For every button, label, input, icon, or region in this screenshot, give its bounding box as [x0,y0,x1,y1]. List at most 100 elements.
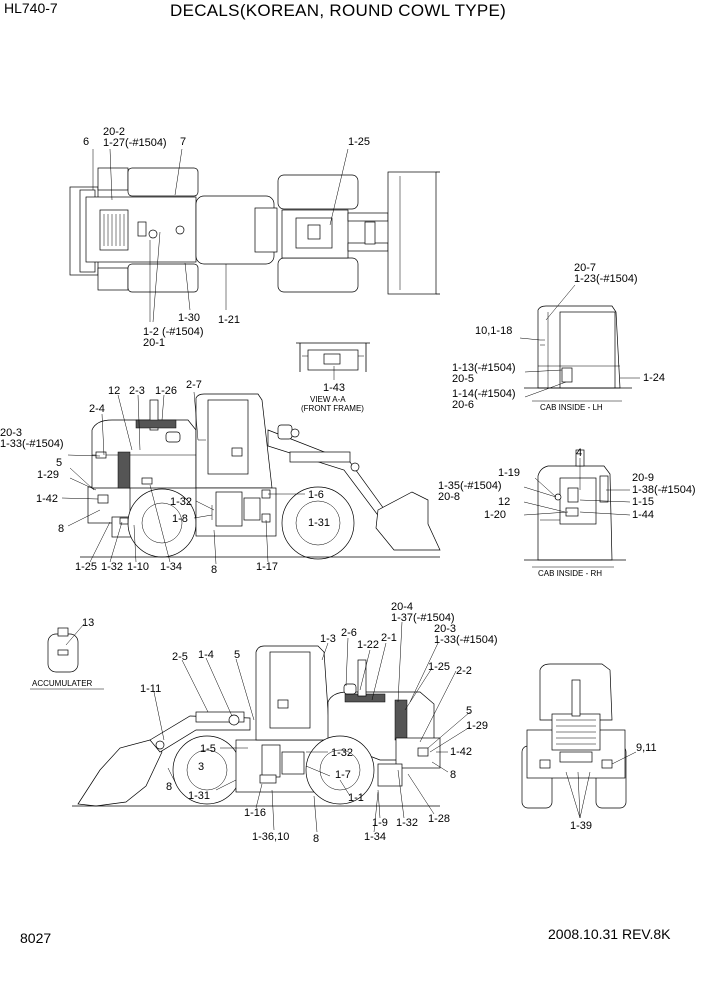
callout-label: 1-28 [428,813,450,825]
callout-label: 1-43 [323,382,345,394]
callout-label: 1-27(-#1504) [103,137,167,149]
callout-label: 1-32 [331,747,353,759]
model-number: HL740-7 [4,0,58,16]
callout-label: 2-7 [186,379,202,391]
cab-lh-caption: CAB INSIDE - LH [540,403,603,412]
callout-label: 13 [82,617,94,629]
callout-label: 20-2 [103,126,125,138]
callout-label: 1-29 [466,720,488,732]
side-left-leaders [61,391,305,565]
callout-label: 1-1 [348,792,364,804]
callout-label: 1-26 [155,385,177,397]
callout-label: 1-38(-#1504) [632,484,696,496]
callout-label: 1-23(-#1504) [574,273,638,285]
callout-label: 20-5 [452,373,474,385]
callout-label: 1-33(-#1504) [434,634,498,646]
callout-label: 1-22 [357,639,379,651]
top-view-leaders [92,148,349,323]
cab-inside-lh-view [519,284,640,402]
callout-label: 1-25 [75,561,97,573]
side-view-left-loader [80,393,441,560]
callout-label: 1-17 [256,561,278,573]
callout-label: 1-25 [348,136,370,148]
callout-label: 2-4 [89,403,105,415]
callout-label: 20-4 [391,601,413,613]
callout-label: 1-33(-#1504) [0,438,64,450]
callout-label: 1-19 [498,467,520,479]
top-front-tire-left [277,174,359,210]
callout-label: 1-32 [170,496,192,508]
callout-label: 2-3 [129,385,145,397]
callout-label: 1-15 [632,496,654,508]
callout-label: 1-37(-#1504) [391,612,455,624]
callout-label: 1-21 [218,314,240,326]
top-view-callouts: 6 20-2 1-27(-#1504) 7 1-25 1-30 1-21 1-2… [83,126,370,349]
callout-label: 1-31 [188,790,210,802]
callout-label: 1-42 [36,493,58,505]
right-bucket [77,739,163,807]
callout-label: 5 [56,457,62,469]
cab-rh-caption: CAB INSIDE - RH [538,569,602,578]
callout-label: 20-3 [0,427,22,439]
cab-lh-callouts: 20-7 1-23(-#1504) 10,1-18 1-13(-#1504) 2… [452,262,665,412]
callout-label: 1-2 (-#1504) [143,326,204,338]
revision-date: 2008.10.31 REV.8K [548,926,671,942]
callout-label: 1-24 [643,372,665,384]
top-rear-tire-right [127,263,199,293]
callout-label: 1-29 [37,469,59,481]
callout-label: 8 [166,781,172,793]
callout-label: 10,1-18 [475,325,512,337]
callout-label: 20-3 [434,623,456,635]
callout-label: 8 [58,523,64,535]
left-bucket [375,491,441,551]
callout-label: 1-36,10 [252,831,289,843]
callout-label: 2-6 [341,627,357,639]
callout-label: 1-35(-#1504) [438,480,502,492]
callout-label: 2-5 [172,651,188,663]
callout-label: 1-31 [308,517,330,529]
callout-label: 1-9 [372,817,388,829]
callout-label: 5 [234,649,240,661]
page-number: 8027 [20,930,52,946]
callout-label: 1-4 [198,649,214,661]
callout-label: 20-9 [632,472,654,484]
view-a-front-frame [296,342,370,380]
callout-label: 1-7 [335,769,351,781]
side-right-leaders [153,621,471,833]
callout-label: 20-6 [452,399,474,411]
top-view-loader [69,167,440,295]
side-view-right-loader [72,645,441,807]
callout-label: 1-14(-#1504) [452,388,516,400]
cab-inside-rh-view [523,449,631,568]
view-a-caption: VIEW A-A [310,395,346,404]
callout-label: 1-6 [308,489,324,501]
callout-label: 1-39 [570,820,592,832]
accumulator-view [30,623,104,690]
top-rear-tire-left [127,167,199,197]
callout-label: 1-34 [160,561,182,573]
right-rear-tire [305,735,375,805]
callout-label: 2-2 [456,665,472,677]
callout-label: 1-8 [172,513,188,525]
cab-rh-callouts: 4 1-19 20-9 1-38(-#1504) 1-35(-#1504) 20… [438,447,696,578]
side-left-callouts: 12 2-3 1-26 2-7 2-4 20-3 1-33(-#1504) 5 … [0,379,330,576]
left-front-tire [281,486,355,560]
callout-label: 1-20 [484,509,506,521]
callout-label: 6 [83,136,89,148]
callout-label: 8 [450,769,456,781]
callout-label: 1-42 [450,746,472,758]
callout-label: 4 [576,447,582,459]
callout-label: 1-30 [178,312,200,324]
callout-label: 1-3 [320,633,336,645]
callout-label: 12 [108,385,120,397]
callout-label: 5 [466,705,472,717]
callout-label: 9,11 [636,742,657,754]
callout-label: 8 [313,833,319,845]
top-bucket [387,171,437,295]
callout-label: 2-1 [381,632,397,644]
callout-label: 7 [180,136,186,148]
accumulater-caption: ACCUMULATER [32,679,93,688]
callout-label: 20-7 [574,262,596,274]
